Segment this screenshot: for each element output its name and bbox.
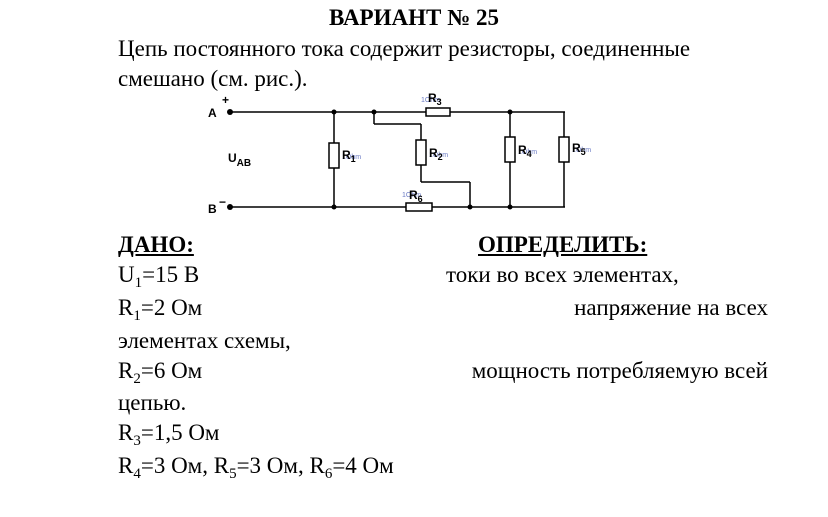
determine-item3: мощность потребляемую всей [471,358,768,383]
determine-item1: токи во всех элементах, [446,262,679,287]
determine-item2-cont: элементах схемы, [118,328,291,353]
junction-dot [371,109,377,115]
intro-line-1: Цепь постоянного тока содержит резисторы… [118,36,691,61]
voltage-label: UAB [228,151,251,169]
resistor-r5-body [558,136,570,163]
terminal-a-dot [227,109,233,115]
given-r2: R2=6 Ом [118,358,203,387]
terminal-b-dot [227,204,233,210]
resistor-r6-label: R6 [409,188,423,204]
resistor-r5-ohm: 1Ohm [572,147,591,154]
junction-dot [507,204,513,210]
determine-item2: напряжение на всех [574,295,768,320]
terminal-b-label: B [208,202,217,216]
intro-line-2: смешано (см. рис.). [118,66,308,91]
resistor-r1-body [328,142,340,169]
page-title: ВАРИАНТ № 25 [329,5,499,30]
terminal-b-sign: − [219,195,226,209]
given-u1: U1=15 В [118,262,200,291]
resistor-r4-body [504,136,516,163]
resistor-r6-ohm: 1Ohm [402,192,421,199]
terminal-a-label: A [208,106,217,120]
given-r3: R3=1,5 Ом [118,420,220,449]
resistor-r1-label: R1 [342,148,356,164]
determine-item3-cont: цепью. [118,390,187,415]
junction-dot [467,204,473,210]
resistor-r5-label: R5 [572,141,586,157]
determine-heading: ОПРЕДЕЛИТЬ: [478,232,648,257]
resistor-r4-label: R4 [518,143,532,159]
junction-dot [507,109,513,115]
resistor-r1-ohm: 1Ohm [342,154,361,161]
given-r4-r5-r6: R4=3 Ом, R5=3 Ом, R6=4 Ом [118,453,394,482]
given-heading: ДАНО: [118,232,194,257]
resistor-r2-body [415,139,427,166]
resistor-r2-ohm: 1Ohm [429,152,448,159]
terminal-a-sign: + [222,93,229,107]
resistor-r2-label: R2 [429,146,443,162]
resistor-r3-body [425,107,451,117]
resistor-r6-body [405,202,433,212]
resistor-r3-label: R3 [428,91,442,107]
given-r1: R1=2 Ом [118,295,203,324]
junction-dot [331,204,337,210]
resistor-r4-ohm: 1Ohm [518,149,537,156]
junction-dot [331,109,337,115]
circuit-diagram: A + B − UAB 1Ohm R1 1Ohm R2 1Ohm R3 1Ohm… [208,91,591,216]
resistor-r3-ohm: 1Ohm [421,97,440,104]
